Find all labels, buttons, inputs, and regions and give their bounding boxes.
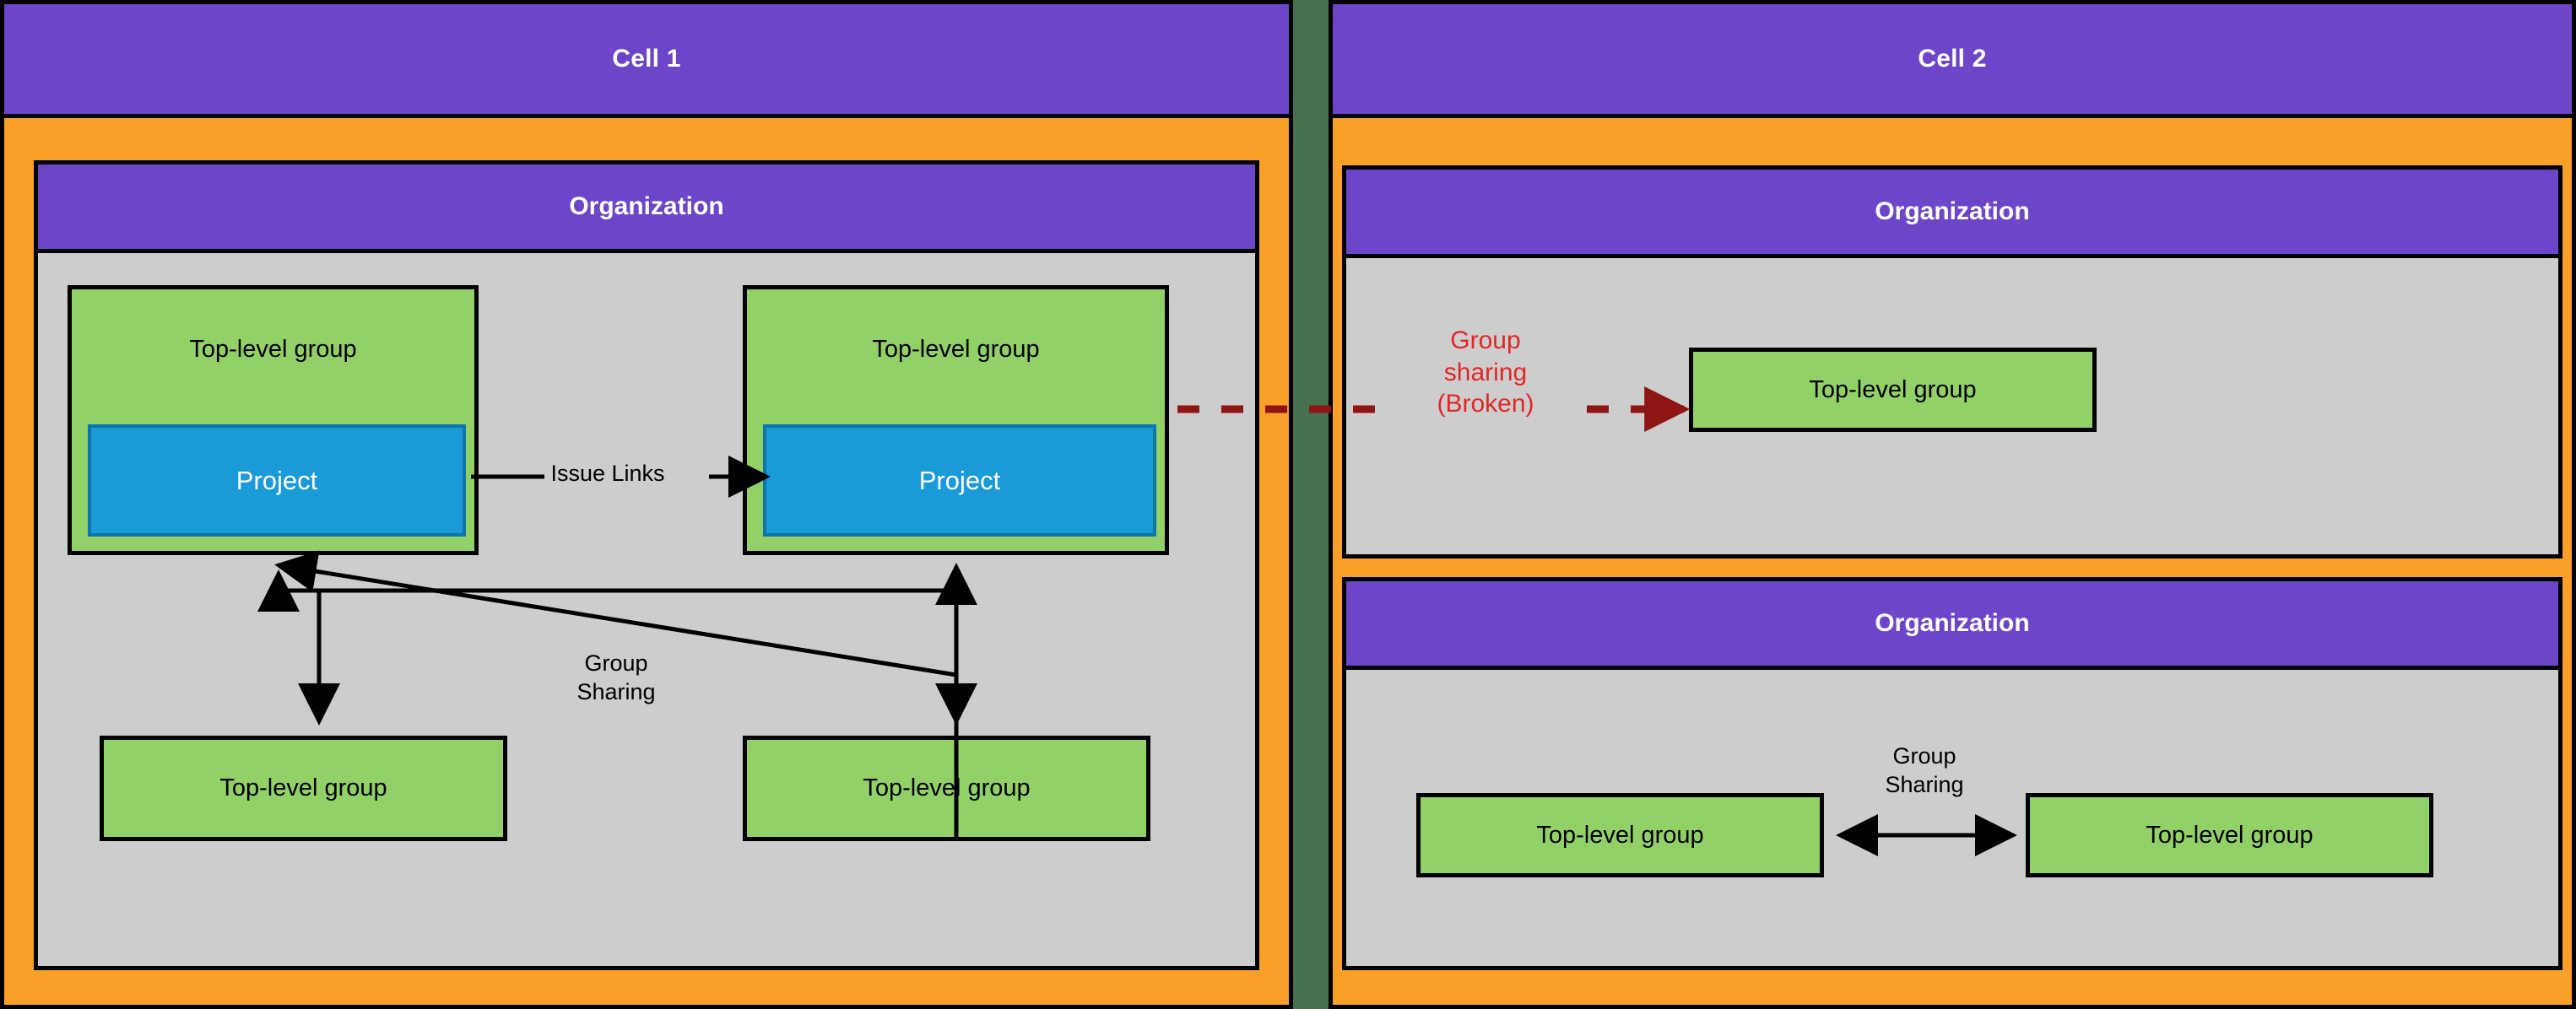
cell-1-top-level-group-2-label: Top-level group xyxy=(872,336,1040,363)
cell-2-header: Cell 2 xyxy=(1329,0,2576,118)
cell-1-top-level-group-2: Top-level group Project xyxy=(743,285,1169,555)
cell-1-header: Cell 1 xyxy=(0,0,1293,118)
cell-2-top-level-group-3-label: Top-level group xyxy=(2146,821,2314,849)
cell-1-top-level-group-4-label: Top-level group xyxy=(863,774,1031,801)
cell-1-top-level-group-1: Top-level group Project xyxy=(68,285,479,555)
cell-1-top-level-group-3: Top-level group xyxy=(100,736,507,841)
cell-1-organization-1-header: Organization xyxy=(34,160,1259,253)
cell-1-organization-1 xyxy=(34,160,1259,970)
cell-1-organization-1-title: Organization xyxy=(569,192,724,220)
cell-2-organization-1-header: Organization xyxy=(1342,165,2562,258)
cell-2-title: Cell 2 xyxy=(1918,45,1987,73)
edge-label-group-sharing-2: Group Sharing xyxy=(1885,743,1964,797)
cell-1-project-1: Project xyxy=(88,424,466,537)
cell-2-top-level-group-2-label: Top-level group xyxy=(1536,821,1704,849)
cell-divider xyxy=(1293,0,1329,1009)
cell-1-project-1-label: Project xyxy=(235,465,318,495)
cell-1-top-level-group-4: Top-level group xyxy=(743,736,1150,841)
cell-2-top-level-group-1: Top-level group xyxy=(1689,348,2097,432)
cell-2-organization-1-title: Organization xyxy=(1875,197,2030,225)
cell-1-project-2: Project xyxy=(763,424,1156,537)
cell-1-top-level-group-3-label: Top-level group xyxy=(219,774,387,801)
cell-2-top-level-group-2: Top-level group xyxy=(1416,793,1824,877)
cell-2-top-level-group-1-label: Top-level group xyxy=(1809,375,1977,403)
edge-label-group-sharing: Group Sharing xyxy=(576,650,656,704)
cell-1-project-2-label: Project xyxy=(918,465,1001,495)
edge-label-group-sharing-broken: Group sharing (Broken) xyxy=(1437,326,1534,418)
edge-label-issue-links: Issue Links xyxy=(550,461,665,486)
cell-2-organization-2-header: Organization xyxy=(1342,577,2562,670)
cell-2-organization-2-title: Organization xyxy=(1875,609,2030,637)
cell-1-title: Cell 1 xyxy=(612,45,681,73)
cell-2-top-level-group-3: Top-level group xyxy=(2026,793,2433,877)
cell-1-top-level-group-1-label: Top-level group xyxy=(189,336,357,363)
